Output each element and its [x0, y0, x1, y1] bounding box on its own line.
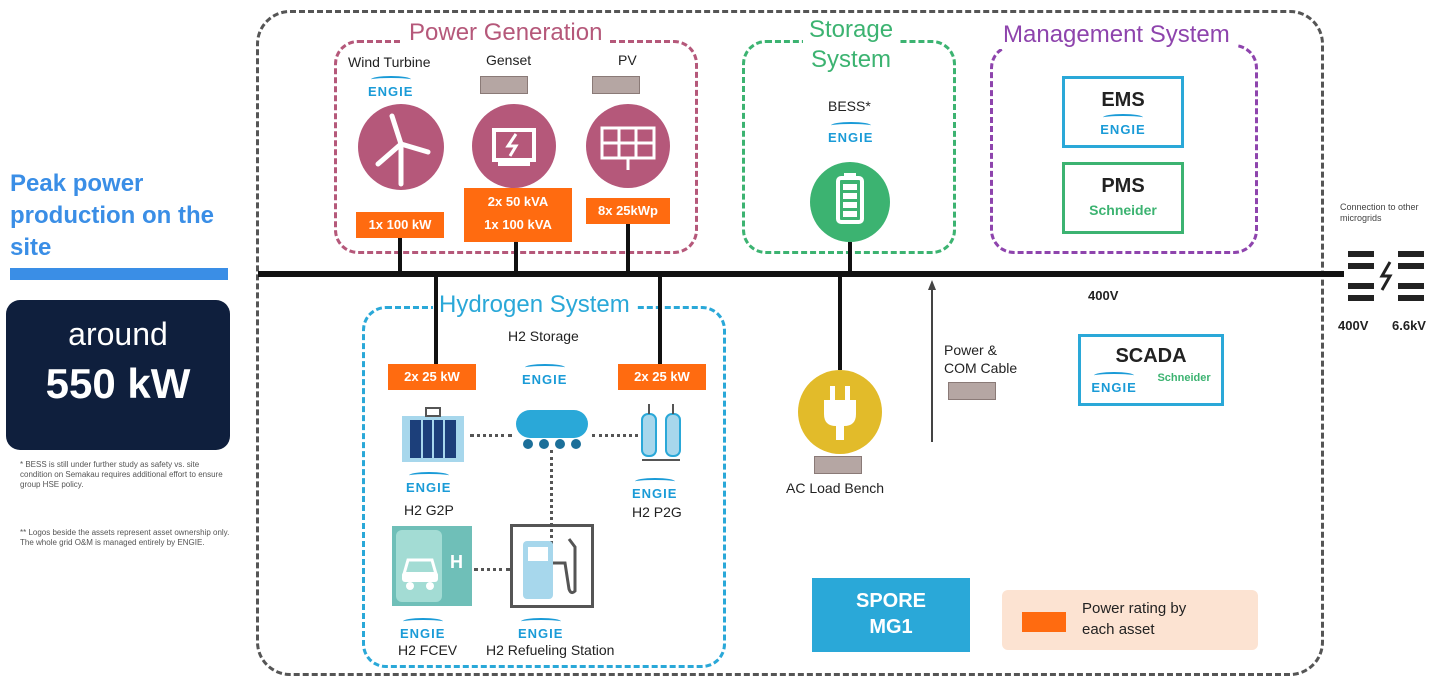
wind-rating: 1x 100 kW — [356, 212, 444, 238]
hydrogen-system-title: Hydrogen System — [433, 291, 636, 319]
plug-icon — [798, 370, 882, 454]
cable-label-line1: Power & — [944, 342, 997, 358]
fcev-icon: H — [392, 526, 472, 606]
fuel-cell-icon — [398, 404, 468, 466]
storage-refuel-link — [550, 450, 553, 574]
p2g-label: H2 P2G — [632, 504, 682, 520]
storage-p2g-link — [592, 434, 638, 437]
pv-connector — [626, 224, 630, 272]
g2p-rating: 2x 25 kW — [388, 364, 476, 390]
ems-label: EMS — [1101, 89, 1145, 111]
pv-label: PV — [618, 52, 637, 68]
peak-power-title: Peak power production on the site — [10, 170, 214, 261]
storage-system-title: Storage System — [803, 15, 900, 75]
busbar-400v — [258, 271, 1344, 277]
pms-label: PMS — [1101, 175, 1145, 197]
university-logo-genset — [480, 76, 528, 94]
footnote-logos: ** Logos beside the assets represent ass… — [20, 528, 230, 547]
spore-line2: MG1 — [869, 616, 913, 638]
cable-arrow-icon — [928, 280, 936, 442]
g2p-storage-link — [470, 434, 512, 437]
schneider-logo-scada: Schneider — [1157, 372, 1211, 384]
connection-label: Connection to other microgrids — [1340, 202, 1419, 223]
engie-logo-scada: ENGIE — [1091, 372, 1136, 395]
p2g-connector — [658, 276, 662, 366]
engie-logo-refuel: ENGIE — [518, 618, 563, 641]
pms-box: PMS Schneider — [1062, 162, 1184, 234]
engie-logo-wind: ENGIE — [368, 76, 413, 99]
g2p-connector — [434, 276, 438, 366]
legend-text-line1: Power rating by — [1082, 600, 1187, 617]
fcev-label: H2 FCEV — [398, 642, 458, 658]
engie-logo-fcev: ENGIE — [400, 618, 445, 641]
refueling-label: H2 Refueling Station — [486, 642, 615, 658]
bess-label: BESS* — [828, 98, 871, 114]
legend-box: Power rating by each asset — [1002, 590, 1258, 650]
management-system-group: Management System — [990, 21, 1258, 254]
genset-rating-2: 1x 100 kVA — [484, 217, 552, 232]
pv-rating: 8x 25kWp — [586, 198, 670, 224]
bess-connector — [848, 242, 852, 272]
transformer-icon — [1344, 244, 1428, 308]
electrolyzer-icon — [636, 402, 686, 466]
scada-label: SCADA — [1115, 345, 1187, 367]
fcev-refuel-link — [474, 568, 510, 571]
g2p-label: H2 G2P — [404, 502, 454, 518]
power-generation-title: Power Generation — [403, 19, 609, 47]
legend-text: Power rating by each asset — [1082, 598, 1186, 640]
busbar-voltage-label: 400V — [1088, 288, 1119, 303]
h2-tank-icon — [512, 402, 592, 450]
hydrogen-system-group: Hydrogen System — [362, 291, 726, 668]
genset-rating-box: 2x 50 kVA 1x 100 kVA — [464, 188, 572, 242]
spore-mg1-badge: SPORE MG1 — [812, 578, 970, 652]
refueling-station-icon — [510, 524, 594, 608]
genset-connector — [514, 242, 518, 272]
h2-storage-label: H2 Storage — [508, 328, 579, 344]
engie-logo-ems: ENGIE — [1065, 114, 1181, 137]
scada-box: SCADA ENGIE Schneider — [1078, 334, 1224, 406]
trafo-high-voltage: 6.6kV — [1392, 318, 1426, 333]
trafo-low-voltage: 400V — [1338, 318, 1369, 333]
ems-box: EMS ENGIE — [1062, 76, 1184, 148]
peak-underline — [10, 268, 228, 280]
load-bench-label: AC Load Bench — [786, 480, 885, 496]
peak-power-box: around 550 kW — [6, 300, 230, 450]
engie-logo-g2p: ENGIE — [406, 472, 451, 495]
legend-text-line2: each asset — [1082, 621, 1155, 638]
load-bench-connector — [838, 276, 842, 370]
storage-title-line2: System — [811, 46, 892, 73]
cable-label-line2: COM Cable — [944, 360, 1018, 376]
legend-swatch — [1022, 612, 1066, 632]
engie-logo-bess: ENGIE — [828, 122, 873, 145]
battery-icon — [810, 162, 890, 242]
wind-turbine-icon — [358, 104, 444, 190]
university-logo-load — [814, 456, 862, 474]
wind-turbine-label: Wind Turbine — [348, 54, 431, 70]
microgrid-boundary — [256, 10, 1324, 676]
genset-rating-1: 2x 50 kVA — [487, 194, 549, 209]
spore-line1: SPORE — [855, 590, 927, 612]
university-logo-pv — [592, 76, 640, 94]
storage-title-line1: Storage — [809, 16, 894, 43]
peak-value: 550 kW — [45, 360, 191, 407]
peak-around: around — [68, 316, 168, 352]
genset-icon — [472, 104, 556, 188]
engie-logo-h2-storage: ENGIE — [522, 364, 567, 387]
p2g-rating: 2x 25 kW — [618, 364, 706, 390]
footnote-bess: * BESS is still under further study as s… — [20, 460, 223, 489]
university-logo-cable — [948, 382, 996, 400]
wind-connector — [398, 238, 402, 272]
management-system-title: Management System — [997, 21, 1236, 49]
schneider-logo-pms: Schneider — [1089, 202, 1157, 218]
genset-label: Genset — [486, 52, 532, 68]
engie-logo-p2g: ENGIE — [632, 478, 677, 501]
pv-panel-icon — [586, 104, 670, 188]
fcev-h-mark: H — [450, 552, 463, 572]
